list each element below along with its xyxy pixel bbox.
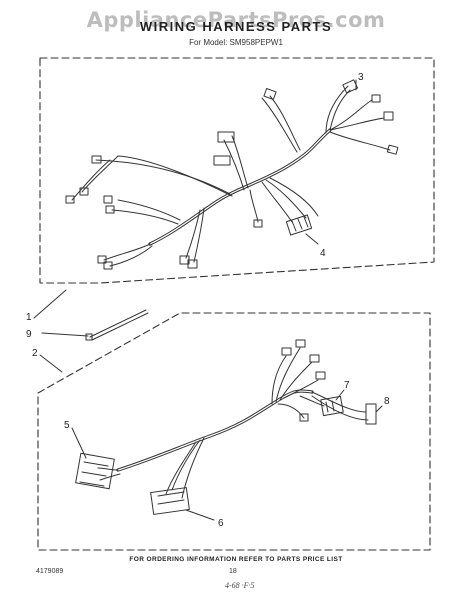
callout-1: 1 (26, 312, 32, 323)
handwritten-note: 4-68 ·F·5 (225, 581, 255, 590)
callout-4: 4 (320, 248, 326, 259)
page-title: WIRING HARNESS PARTS (139, 19, 333, 34)
page-number: 18 (229, 568, 237, 575)
tie-strap-part (85, 309, 149, 341)
callout-8: 8 (384, 396, 390, 407)
leader-4 (305, 233, 319, 245)
ordering-note: FOR ORDERING INFORMATION REFER TO PARTS … (129, 556, 343, 563)
leader-9 (41, 332, 89, 337)
callout-5: 5 (64, 420, 70, 431)
upper-wiring-harness (71, 85, 391, 267)
leader-2 (39, 354, 63, 373)
upper-connectors (65, 79, 399, 270)
upper-panel-frame (39, 57, 435, 284)
lower-panel-frame (37, 312, 431, 551)
lower-wiring-harness (97, 347, 369, 499)
callout-7: 7 (344, 380, 350, 391)
leader-6 (185, 509, 215, 521)
watermark: AppliancePartsPros.com (86, 8, 386, 32)
document-number: 4179089 (36, 568, 64, 575)
leader-8 (375, 405, 383, 413)
callout-6: 6 (218, 518, 224, 529)
lower-connectors (75, 339, 377, 515)
callout-9: 9 (26, 329, 32, 340)
callout-2: 2 (32, 348, 38, 359)
leader-7 (335, 389, 345, 401)
callout-3: 3 (358, 72, 364, 83)
leader-1 (33, 289, 67, 319)
leader-5 (71, 427, 87, 459)
model-label: For Model: SM958PEPW1 (189, 38, 283, 47)
